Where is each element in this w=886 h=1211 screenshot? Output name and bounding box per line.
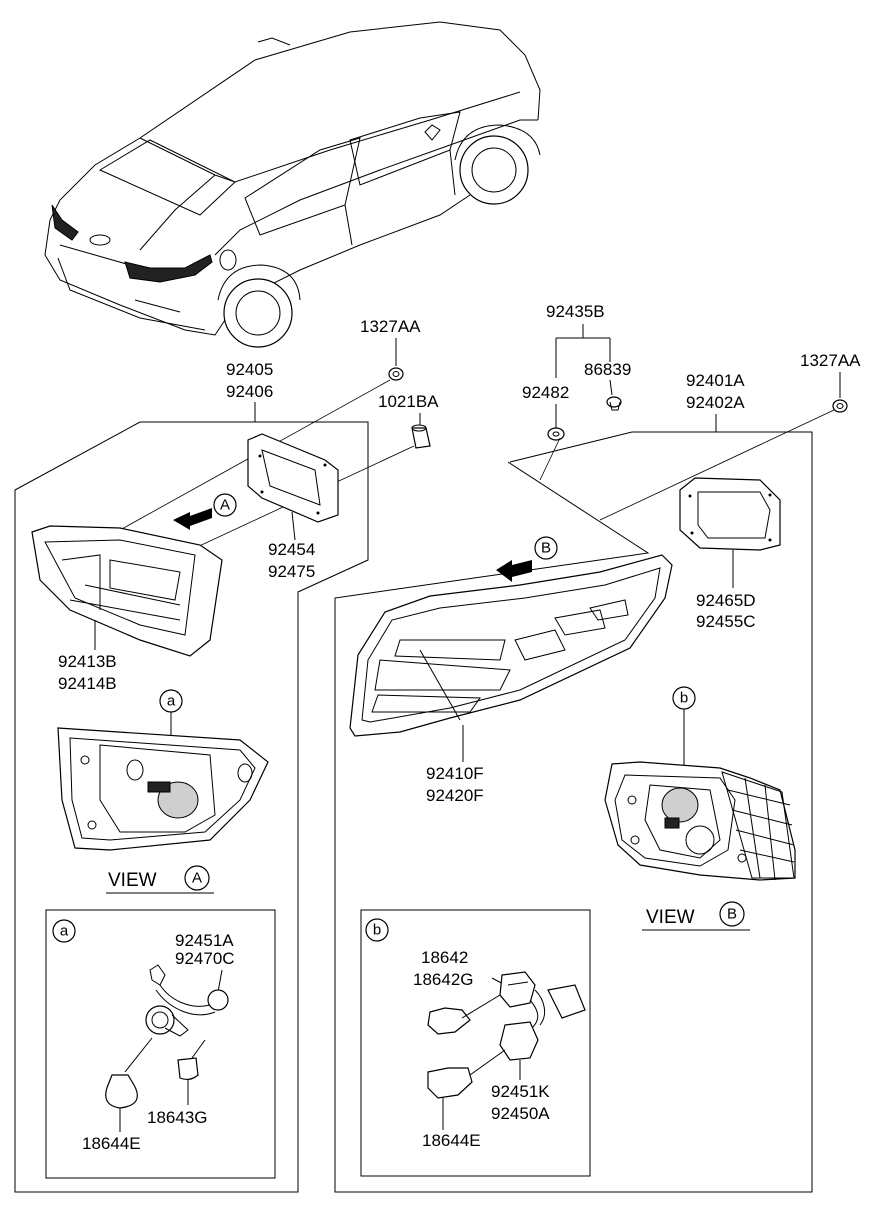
- callout-a-top: a: [167, 693, 176, 710]
- nut-92482-icon: [547, 427, 565, 441]
- part-label-92410F: 92410F: [426, 764, 484, 783]
- view-b-label: VIEW: [646, 907, 695, 928]
- view-b-circle: [719, 901, 745, 927]
- inset-b-letter: b: [373, 922, 381, 939]
- part-label-92455C: 92455C: [696, 612, 756, 631]
- inset-b-circle: [365, 918, 389, 942]
- socket-harness-a-icon: [145, 964, 229, 1037]
- part-label-18643G: 18643G: [147, 1108, 208, 1127]
- part-label-92414B: 92414B: [58, 674, 117, 693]
- part-label-92406: 92406: [226, 382, 273, 401]
- inset-a-frame: [45, 909, 276, 1179]
- part-label-92465D: 92465D: [696, 591, 756, 610]
- part-label-92401A: 92401A: [686, 371, 745, 390]
- tail-light-left-icon: [51, 204, 79, 241]
- callout-B-circle: [534, 536, 558, 560]
- part-label-92475: 92475: [268, 562, 315, 581]
- view-a-circle: [184, 865, 210, 891]
- part-label-18644E-a: 18644E: [82, 1134, 141, 1153]
- callout-b-top: b: [680, 690, 688, 707]
- inset-a-circle: [52, 919, 76, 943]
- outer-lamp-92410F-icon: [349, 554, 673, 737]
- nut-1327AA-right-icon: [832, 399, 848, 413]
- rear-wheel-icon: [223, 278, 293, 348]
- inner-lamp-92413B-icon: [31, 525, 223, 657]
- part-label-1021BA: 1021BA: [378, 392, 439, 411]
- view-a-label: VIEW: [108, 870, 157, 891]
- car-illustration: [44, 21, 541, 348]
- callout-A-top: A: [220, 497, 230, 514]
- part-label-92405: 92405: [226, 360, 273, 379]
- view-a-arrow-icon: [173, 508, 212, 530]
- inset-b-frame: [360, 909, 591, 1177]
- gasket-92454-icon: [247, 433, 339, 523]
- bulb-18643G-icon: [177, 1057, 199, 1081]
- callout-A-circle: [213, 493, 237, 517]
- bulb-18642-icon: [427, 1007, 471, 1035]
- inner-lamp-back-view-icon: [57, 727, 269, 851]
- outer-lamp-back-view-icon: [604, 761, 796, 881]
- socket-harness-b-icon: [499, 971, 586, 1061]
- bulb-18644E-a-icon: [105, 1074, 138, 1109]
- nut-1327AA-left-icon: [388, 367, 404, 381]
- part-label-92413B: 92413B: [58, 652, 117, 671]
- tail-light-right-icon: [124, 254, 213, 283]
- front-wheel-icon: [459, 135, 529, 205]
- part-label-18642G: 18642G: [413, 970, 474, 989]
- part-label-18642: 18642: [421, 948, 468, 967]
- part-label-92454: 92454: [268, 540, 315, 559]
- right-group-frame: [334, 431, 813, 1193]
- view-b-arrow-icon: [496, 560, 532, 582]
- gasket-92465D-icon: [679, 477, 781, 551]
- clip-1021BA-icon: [411, 424, 431, 449]
- bracket-92435B: [555, 324, 611, 378]
- part-label-92451A: 92451A: [175, 931, 234, 950]
- callout-B-top: B: [541, 540, 551, 557]
- bulb-18644E-b-icon: [427, 1067, 473, 1099]
- part-label-18644E-b: 18644E: [422, 1131, 481, 1150]
- part-label-86839: 86839: [584, 360, 631, 379]
- part-label-1327AA-right: 1327AA: [800, 351, 861, 370]
- inset-a-letter: a: [60, 923, 69, 940]
- view-b-letter: B: [727, 906, 737, 923]
- view-a-letter: A: [192, 870, 202, 887]
- left-group-frame: [14, 421, 369, 1193]
- part-label-1327AA-left: 1327AA: [360, 317, 421, 336]
- part-label-92435B: 92435B: [546, 302, 605, 321]
- part-label-92450A: 92450A: [491, 1104, 550, 1123]
- part-label-92402A: 92402A: [686, 393, 745, 412]
- part-label-92420F: 92420F: [426, 786, 484, 805]
- clip-86839-icon: [606, 396, 622, 411]
- part-label-92451K: 92451K: [491, 1082, 550, 1101]
- part-label-92482: 92482: [522, 383, 569, 402]
- part-label-92470C: 92470C: [175, 949, 235, 968]
